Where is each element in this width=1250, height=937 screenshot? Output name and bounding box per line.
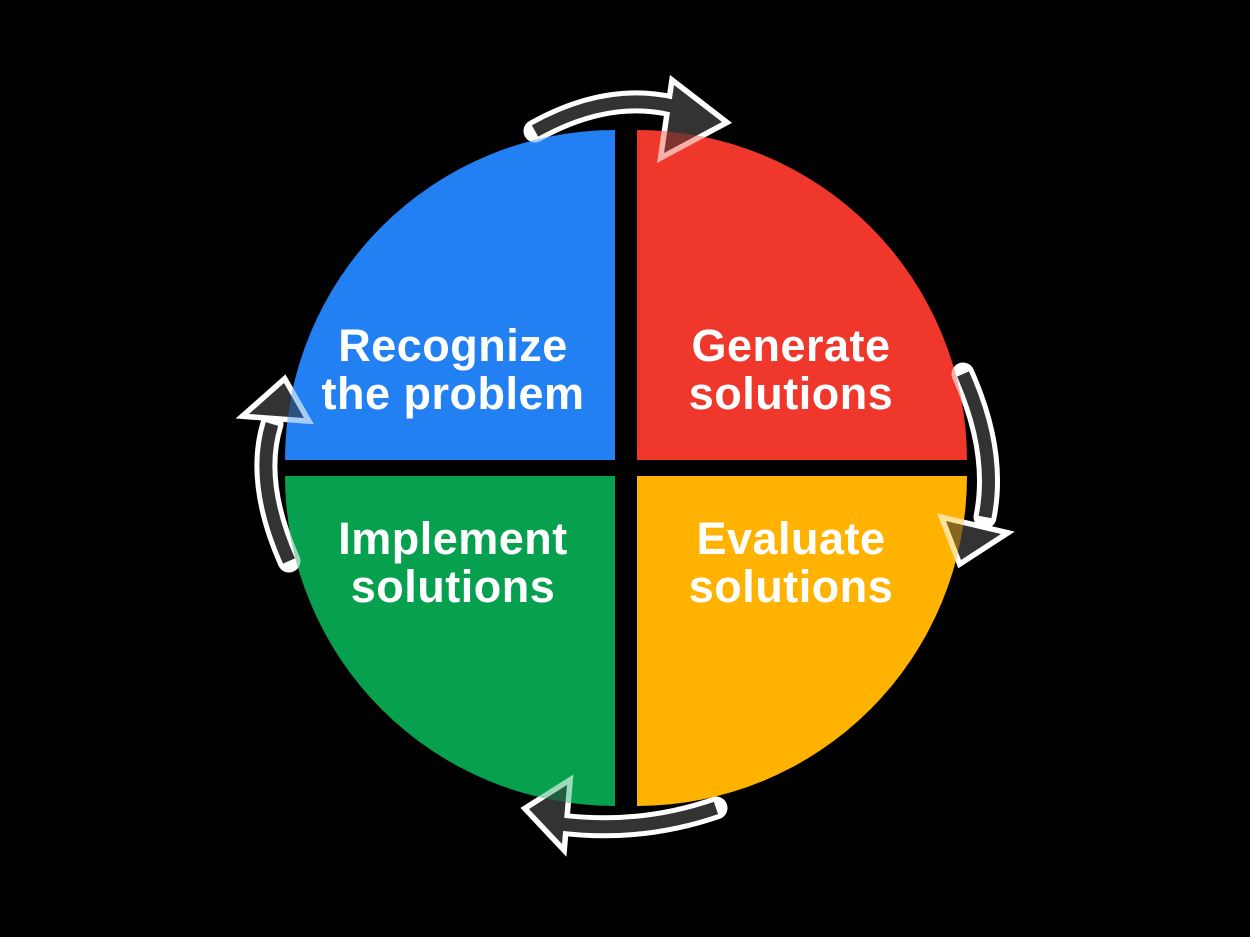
- label-recognize-the-problem: Recognize the problem: [321, 322, 584, 418]
- label-implement-solutions: Implement solutions: [338, 515, 568, 611]
- label-line: solutions: [350, 561, 556, 612]
- cycle-arrows-ghost-overlay: [249, 85, 1001, 844]
- label-line: Evaluate: [696, 513, 886, 564]
- label-line: Implement: [338, 513, 568, 564]
- label-line: solutions: [688, 368, 894, 419]
- label-generate-solutions: Generate solutions: [689, 322, 894, 418]
- label-line: Generate: [691, 320, 891, 371]
- label-line: the problem: [321, 368, 585, 419]
- label-line: Recognize: [338, 320, 568, 371]
- label-evaluate-solutions: Evaluate solutions: [689, 515, 894, 611]
- cycle-arrows: [249, 85, 1001, 844]
- label-line: solutions: [688, 561, 894, 612]
